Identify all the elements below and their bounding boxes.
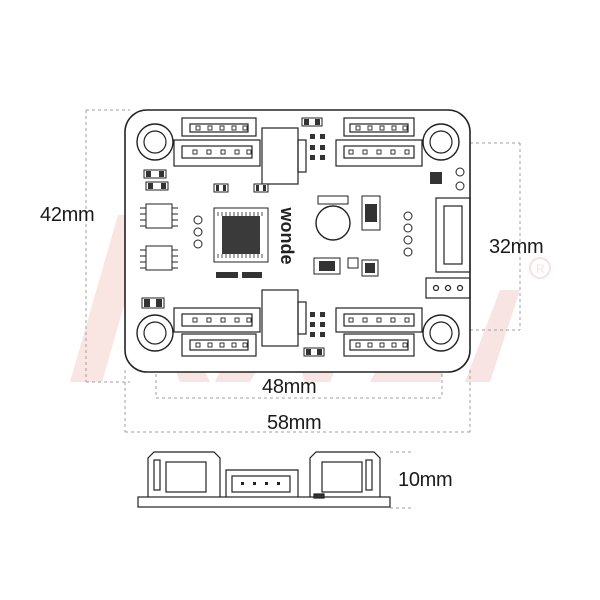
connector-top-right-lower — [335, 139, 423, 167]
connector-pins — [192, 125, 410, 348]
mounting-hole-top-right — [422, 123, 460, 161]
smd-components-center-right — [313, 195, 381, 277]
thickness-label: 10mm — [398, 469, 453, 491]
connector-top-left-lower — [173, 139, 261, 167]
test-pads-right — [403, 211, 413, 257]
ic-left-upper — [140, 203, 178, 229]
side-connector-right-small — [425, 277, 471, 299]
mcu-chip — [213, 207, 269, 263]
logo-text: wonde — [277, 207, 297, 265]
mounting-hole-bottom-right — [422, 314, 460, 352]
connector-top-right-upper — [343, 117, 415, 137]
connector-bottom-right-upper — [335, 307, 423, 333]
side-view-pins — [241, 482, 280, 485]
connector-bottom-left-lower — [181, 333, 257, 357]
test-pads-left — [193, 215, 203, 249]
smd-components-mcu — [213, 183, 269, 278]
width-overall-label: 58mm — [267, 412, 322, 434]
height-overall-label: 42mm — [40, 204, 95, 226]
pcb-side-view — [137, 451, 391, 508]
connector-bottom-right-lower — [343, 333, 415, 357]
smd-components-right — [430, 167, 465, 191]
smd-components-top — [301, 117, 325, 357]
ic-left-lower — [140, 245, 178, 271]
mounting-hole-top-left — [136, 123, 174, 161]
silkscreen-logo: wonde — [277, 207, 297, 265]
side-connector-right — [435, 197, 471, 273]
connector-top-left-upper — [181, 117, 257, 137]
height-mounting-label: 32mm — [489, 236, 544, 258]
width-mounting-label: 48mm — [262, 376, 317, 398]
smd-components-left — [141, 169, 169, 309]
svg-text:R: R — [536, 262, 545, 276]
connector-center-top — [261, 127, 307, 185]
connector-bottom-left-upper — [173, 307, 261, 333]
coin-cell-battery — [315, 195, 351, 241]
pcb-top-view: wonde — [124, 109, 471, 373]
mounting-hole-bottom-left — [136, 314, 174, 352]
connector-center-bottom — [261, 289, 307, 347]
